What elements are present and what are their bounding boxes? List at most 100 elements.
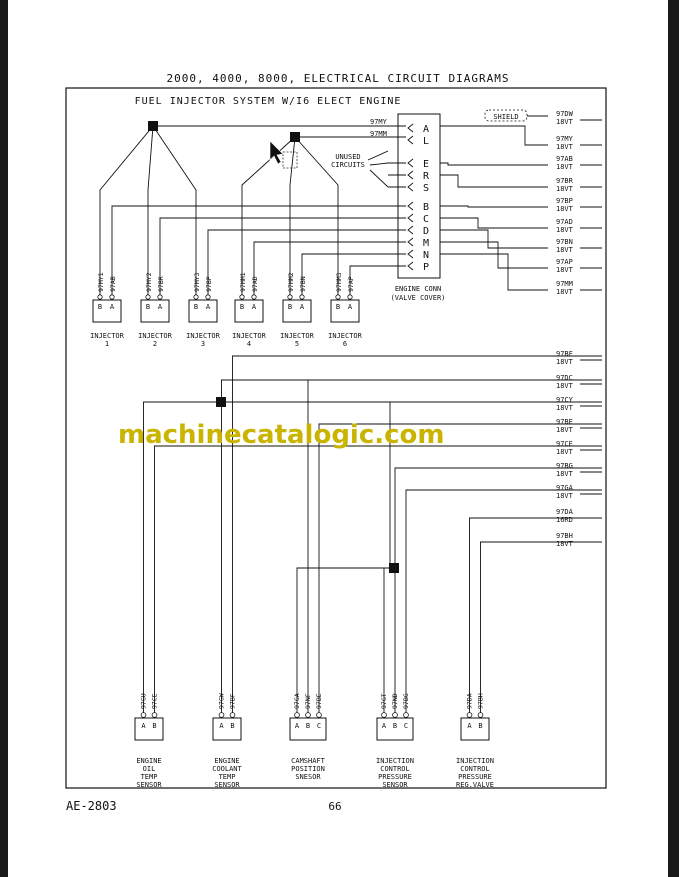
injector-wire-label: 97MM1 <box>239 272 247 292</box>
wire-97my-branch <box>99 125 154 297</box>
terminal <box>466 712 473 718</box>
sensor-pin-a: A <box>467 722 472 730</box>
terminal <box>335 294 341 300</box>
sensor-label-line: SENSOR <box>136 781 162 789</box>
shield-label: SHIELD <box>493 113 518 121</box>
connector-pin-p: P <box>423 262 429 273</box>
terminal <box>193 294 199 300</box>
sensor-label-line: PRESSURE <box>458 773 492 781</box>
injector-pin-a: A <box>300 303 305 311</box>
terminal <box>299 294 305 300</box>
wire-97gw <box>221 379 602 713</box>
terminal <box>251 294 257 300</box>
pin-chevron <box>407 135 414 145</box>
unused-circuits-label-2: CIRCUITS <box>331 161 365 169</box>
terminal <box>218 712 225 718</box>
injector-label: INJECTOR <box>280 332 315 340</box>
right-route <box>440 217 548 229</box>
sensor-4-body <box>376 717 414 741</box>
document-id: AE-2803 <box>66 799 117 813</box>
right-wire-code: 97AP <box>556 258 573 266</box>
terminal <box>316 712 322 718</box>
injector-pin-b: B <box>336 303 340 311</box>
right-wire-gauge: 18VT <box>556 470 574 478</box>
terminal <box>205 294 211 300</box>
injector-pin-a: A <box>158 303 163 311</box>
sensor-label-line: SNESOR <box>295 773 321 781</box>
right-wire-code: 97BE <box>556 418 573 426</box>
sensor-label-line: ENGINE <box>214 757 239 765</box>
injector-label: INJECTOR <box>328 332 363 340</box>
right-wire-code: 97AB <box>556 155 573 163</box>
right-wire-gauge: 18VT <box>556 404 574 412</box>
wire-97ga <box>296 567 390 713</box>
connector-pin-r: R <box>423 171 430 182</box>
injector-return-wire <box>207 229 406 297</box>
sensor-wire-label: 97NF <box>304 693 312 709</box>
sensor-pin-a: A <box>141 722 146 730</box>
sensor-wire-label: 97GT <box>380 693 388 709</box>
terminal <box>477 712 484 718</box>
right-wire-gauge: 18VT <box>556 426 574 434</box>
pin-chevron <box>407 213 414 223</box>
right-route <box>440 241 548 269</box>
splice-node-97my <box>148 121 158 131</box>
right-route <box>440 162 548 166</box>
sensor-label-line: POSITION <box>291 765 325 773</box>
sensor-2-body <box>212 717 242 741</box>
wiring <box>99 115 602 713</box>
sensor-pin-b: B <box>478 722 482 730</box>
injector-wire-label: 97AP <box>347 276 355 292</box>
injector-wire-label: 97MM2 <box>287 272 295 292</box>
injector-wire-label: 97MM3 <box>335 272 343 292</box>
right-wire-gauge: 18VT <box>556 448 574 456</box>
pin-chevron <box>407 170 414 180</box>
pin-chevron <box>407 201 414 211</box>
injector-4-body <box>234 299 264 323</box>
injector-pin-a: A <box>110 303 115 311</box>
mouse-cursor-icon <box>269 140 284 165</box>
unused-pointer <box>367 150 389 161</box>
injector-return-wire <box>301 253 406 297</box>
injector-wire-label: 97AB <box>109 276 117 292</box>
injector-label: INJECTOR <box>90 332 125 340</box>
sensor-wire-label: 97DA <box>466 693 474 709</box>
injector-return-wire <box>159 217 406 297</box>
connector-pin-m: M <box>423 238 429 249</box>
sensor-wire-label: 97ND <box>391 693 399 709</box>
engine-connector-body <box>397 113 441 279</box>
right-wire-gauge: 18VT <box>556 143 574 151</box>
sensor-label-line: CAMSHAFT <box>291 757 326 765</box>
right-wire-code: 97CY <box>556 396 574 404</box>
terminal <box>305 712 311 718</box>
sensor-wire-label: 97BG <box>402 693 410 709</box>
wire-97da <box>469 517 602 713</box>
right-wire-code: 97CE <box>556 440 573 448</box>
pin-chevron <box>407 261 414 271</box>
terminal <box>294 712 300 718</box>
injector-return-wire <box>349 265 406 297</box>
sensor-wire-label: 97BH <box>477 693 485 709</box>
pin-chevron <box>407 237 414 247</box>
sensor-pin-b: B <box>152 722 156 730</box>
sensor-pin-c: C <box>404 722 408 730</box>
pin-chevron <box>407 123 414 133</box>
terminal <box>239 294 245 300</box>
injector-wire-label: 97MY2 <box>145 272 153 292</box>
sensor-label-line: SENSOR <box>382 781 408 789</box>
injector-pin-b: B <box>194 303 198 311</box>
right-route <box>440 205 548 208</box>
sensor-pin-a: A <box>295 722 300 730</box>
sensor-wire-label: 97CE <box>151 693 159 709</box>
wire-97my-branch <box>152 125 197 297</box>
sensor-wire-label: 97BF <box>229 693 237 709</box>
right-route <box>440 253 548 291</box>
injector-label: INJECTOR <box>138 332 173 340</box>
unused-circuits-label: UNUSED <box>335 153 360 161</box>
injector-number: 5 <box>295 340 299 348</box>
right-wire-gauge: 18VT <box>556 266 574 274</box>
right-wire-code: 97MY <box>556 135 574 143</box>
sheet-title: 2000, 4000, 8000, ELECTRICAL CIRCUIT DIA… <box>166 72 509 85</box>
sensor-wire-label: 97GA <box>293 693 301 709</box>
sensor-label-line: INJECTION <box>376 757 414 765</box>
